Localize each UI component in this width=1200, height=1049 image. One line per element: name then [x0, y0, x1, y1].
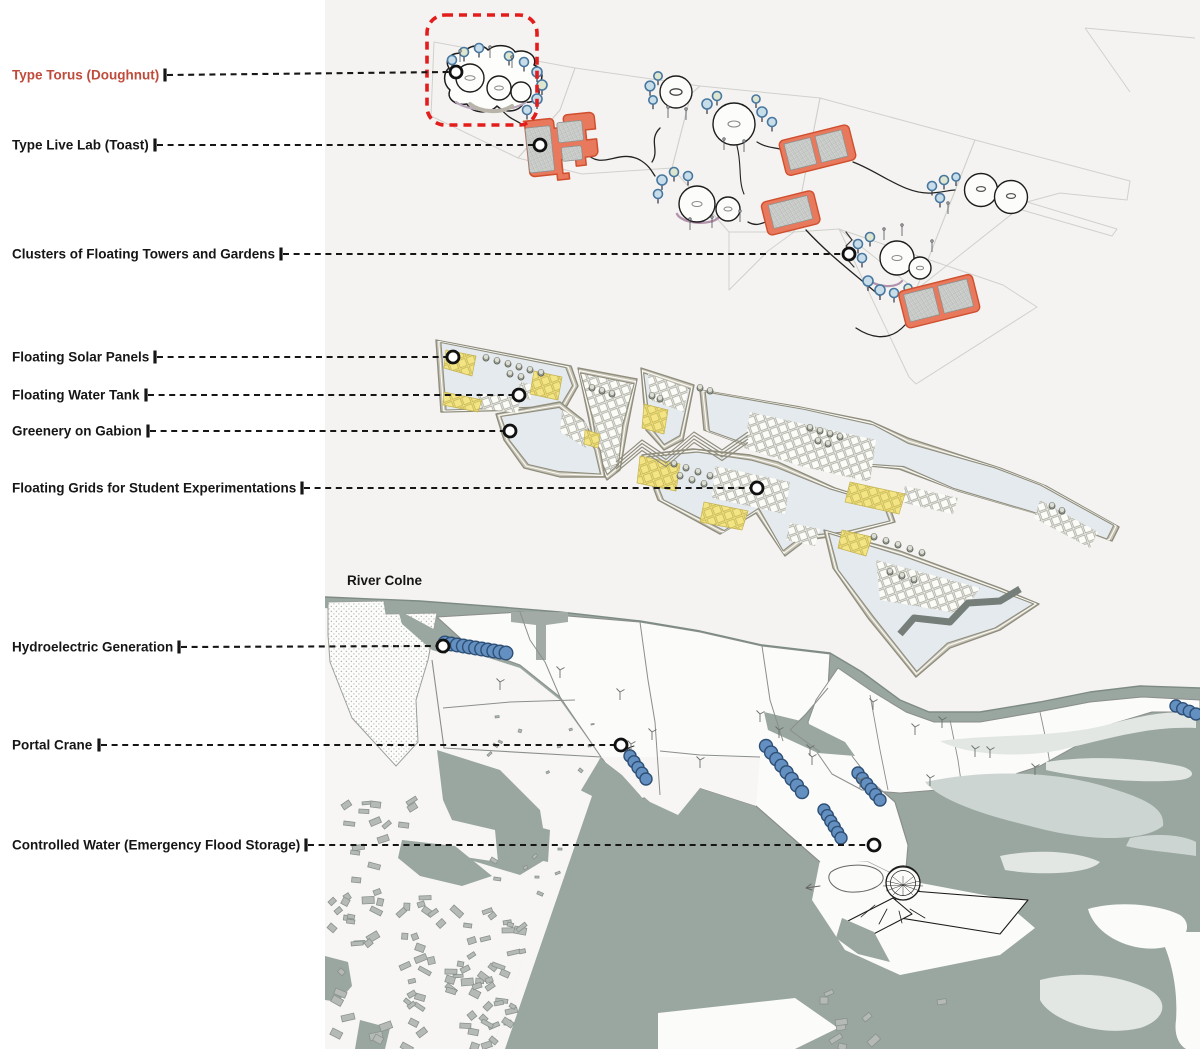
svg-text:Floating Water Tank: Floating Water Tank: [12, 388, 140, 403]
svg-text:River Colne: River Colne: [347, 573, 423, 588]
svg-text:Clusters of Floating Towers an: Clusters of Floating Towers and Gardens: [12, 247, 275, 262]
svg-text:Controlled Water (Emergency Fl: Controlled Water (Emergency Flood Storag…: [12, 838, 300, 853]
svg-text:Type Live Lab (Toast): Type Live Lab (Toast): [12, 138, 149, 153]
svg-text:Floating Grids for Student Exp: Floating Grids for Student Experimentati…: [12, 481, 296, 496]
svg-text:Floating Solar Panels: Floating Solar Panels: [12, 350, 149, 365]
svg-text:Hydroelectric Generation: Hydroelectric Generation: [12, 640, 173, 655]
svg-text:Type Torus (Doughnut): Type Torus (Doughnut): [12, 68, 159, 83]
svg-text:Portal Crane: Portal Crane: [12, 738, 93, 753]
svg-text:Greenery on Gabion: Greenery on Gabion: [12, 424, 142, 439]
